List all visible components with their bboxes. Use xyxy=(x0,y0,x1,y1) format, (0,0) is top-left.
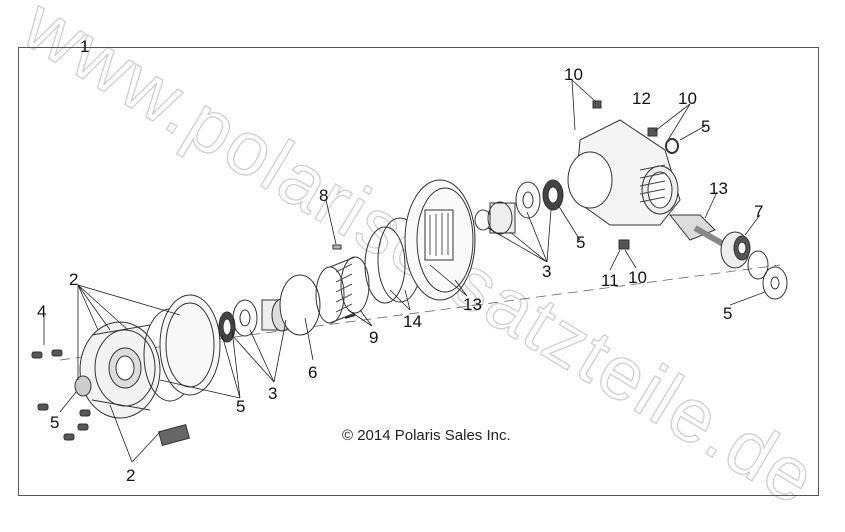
callout-3: 3 xyxy=(268,384,278,403)
callout-13: 13 xyxy=(709,179,728,198)
callout-9: 9 xyxy=(369,328,379,347)
callout-11: 11 xyxy=(601,271,619,290)
callout-6: 6 xyxy=(308,363,318,382)
callout-13: 13 xyxy=(463,295,482,314)
callout-4: 4 xyxy=(37,302,47,321)
callout-5: 5 xyxy=(576,233,586,252)
callout-5: 5 xyxy=(50,413,60,432)
callout-2: 2 xyxy=(69,270,79,289)
left-cover xyxy=(79,321,161,419)
callout-3: 3 xyxy=(542,262,552,281)
callout-8: 8 xyxy=(319,186,329,205)
callout-7: 7 xyxy=(754,202,764,221)
callout-5: 5 xyxy=(701,117,711,136)
callout-14: 14 xyxy=(403,312,422,331)
copyright-notice: © 2014 Polaris Sales Inc. xyxy=(342,427,511,444)
callout-5: 5 xyxy=(236,397,246,416)
callout-10: 10 xyxy=(564,65,583,84)
callout-2: 2 xyxy=(126,466,136,485)
diagram-frame xyxy=(18,47,819,496)
callout-10: 10 xyxy=(628,268,647,287)
callout-5: 5 xyxy=(723,304,733,323)
callout-1: 1 xyxy=(80,37,90,56)
callout-12: 12 xyxy=(632,89,651,108)
callout-10: 10 xyxy=(678,89,697,108)
